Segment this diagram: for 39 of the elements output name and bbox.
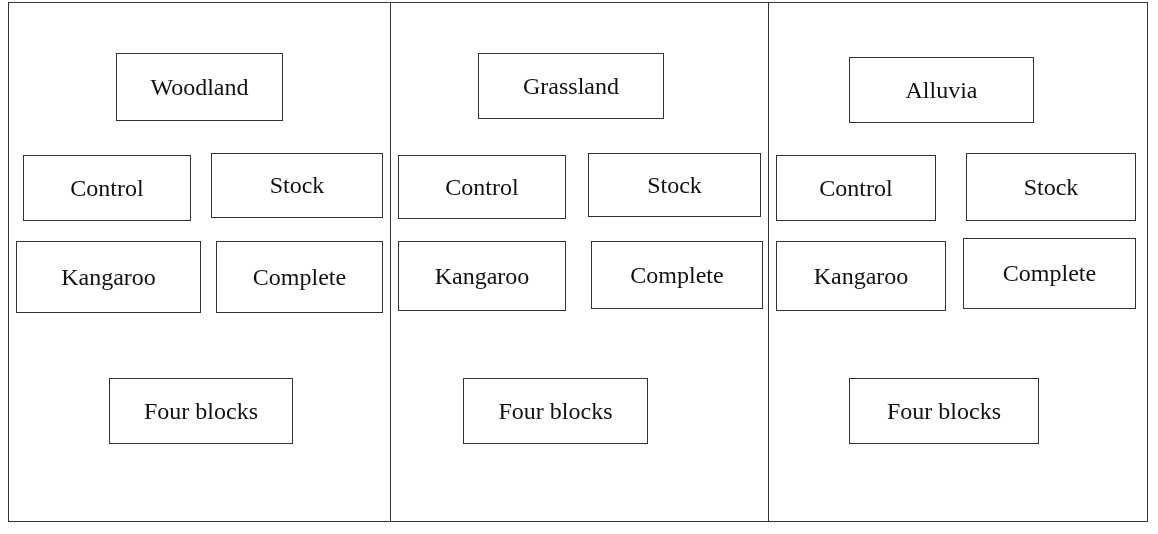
treatment-box (588, 153, 761, 217)
treatment-box (216, 241, 383, 313)
box-label: Four blocks (144, 397, 258, 425)
panel (390, 2, 769, 522)
treatment-box (776, 241, 946, 311)
box-label: Stock (269, 172, 325, 199)
box-label: Woodland (150, 73, 249, 101)
treatment-box (398, 155, 566, 219)
treatment-box (23, 155, 191, 221)
box-label: Four blocks (498, 397, 613, 425)
box-label: Control (819, 174, 893, 202)
treatment-box (109, 378, 293, 444)
treatment-box (966, 153, 1136, 221)
box-label: Stock (647, 171, 702, 199)
treatment-box (849, 57, 1034, 123)
panel (768, 2, 1148, 522)
treatment-box (776, 155, 936, 221)
box-label: Grassland (523, 72, 619, 100)
treatment-box (849, 378, 1039, 444)
box-label: Complete (1002, 260, 1097, 287)
box-label: Alluvia (905, 76, 978, 104)
treatment-box (591, 241, 763, 309)
treatment-box (16, 241, 201, 313)
box-label: Complete (252, 263, 347, 291)
box-label: Kangaroo (61, 263, 156, 291)
treatment-box (463, 378, 648, 444)
treatment-box (116, 53, 283, 121)
box-label: Complete (630, 261, 724, 289)
box-label: Control (70, 174, 144, 202)
box-label: Kangaroo (434, 262, 530, 290)
box-label: Kangaroo (813, 262, 909, 290)
panel (8, 2, 391, 522)
treatment-box (963, 238, 1136, 309)
box-label: Stock (1023, 173, 1079, 201)
treatment-box (211, 153, 383, 218)
treatment-box (398, 241, 566, 311)
box-label: Control (445, 173, 519, 201)
box-label: Four blocks (887, 397, 1001, 425)
treatment-box (478, 53, 664, 119)
